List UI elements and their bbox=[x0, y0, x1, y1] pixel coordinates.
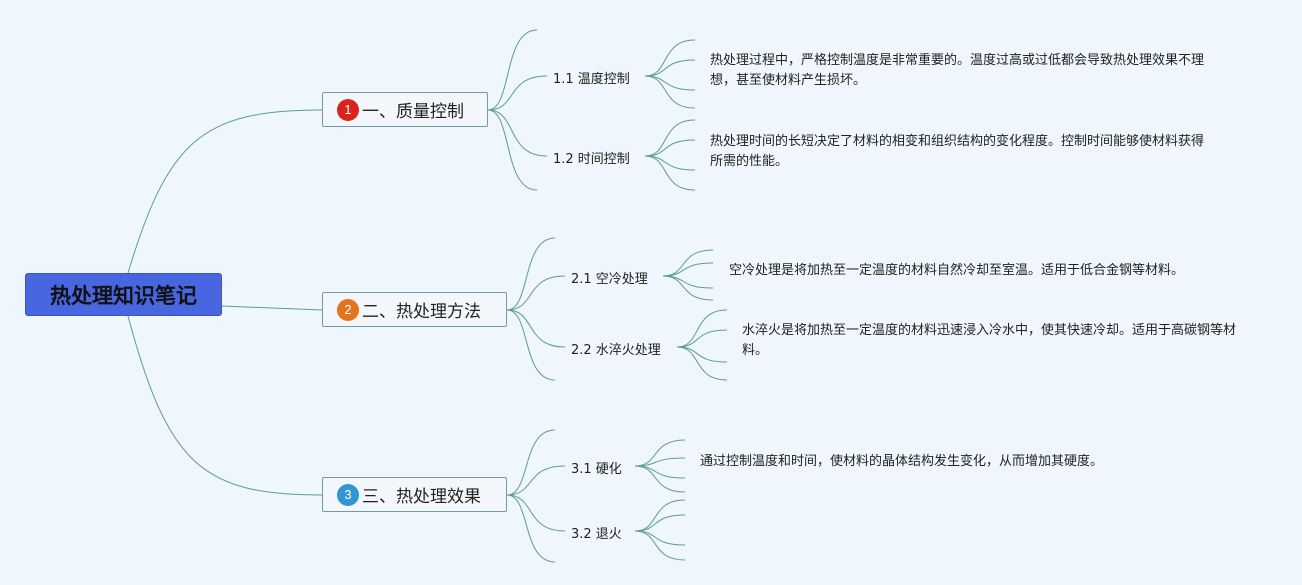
link-sub-1-1-3 bbox=[644, 75, 696, 109]
root-topic-label: 热处理知识笔记 bbox=[50, 283, 197, 308]
root-topic[interactable]: 热处理知识笔记 bbox=[25, 273, 222, 316]
link-sub-3-1-3 bbox=[634, 465, 686, 493]
link-sub-3-2-1 bbox=[634, 514, 686, 532]
subtopic-hardening[interactable]: 3.1 硬化 bbox=[571, 462, 622, 477]
link-sub-1-2-0 bbox=[644, 119, 696, 157]
note-air-cooling[interactable]: 空冷处理是将加热至一定温度的材料自然冷却至室温。适用于低合金钢等材料。 bbox=[729, 263, 1185, 278]
link-branch-3-3 bbox=[506, 494, 556, 563]
link-root-branch-3 bbox=[127, 315, 323, 496]
link-sub-1-2-2 bbox=[644, 155, 696, 171]
link-sub-3-1-1 bbox=[634, 457, 686, 467]
link-sub-2-1-3 bbox=[662, 275, 714, 301]
link-branch-3-0 bbox=[506, 429, 556, 496]
branch-topic-effects[interactable]: 3 三、热处理效果 bbox=[322, 477, 507, 512]
link-root-branch-2 bbox=[221, 305, 323, 311]
link-sub-1-1-2 bbox=[644, 75, 696, 91]
note-hardening[interactable]: 通过控制温度和时间，使材料的晶体结构发生变化，从而增加其硬度。 bbox=[700, 454, 1104, 469]
link-branch-1-1 bbox=[487, 75, 548, 111]
link-branch-2-1 bbox=[506, 275, 566, 311]
link-sub-2-2-2 bbox=[676, 346, 728, 363]
branch-topic-quality-control[interactable]: 1 一、质量控制 bbox=[322, 92, 488, 127]
priority-3-icon: 3 bbox=[337, 483, 359, 506]
priority-1-icon: 1 bbox=[337, 98, 359, 121]
note-time-control[interactable]: 热处理时间的长短决定了材料的相变和组织结构的变化程度。控制时间能够使材料获得所需… bbox=[710, 134, 1205, 169]
link-sub-2-2-1 bbox=[676, 329, 728, 348]
link-sub-1-2-1 bbox=[644, 139, 696, 157]
note-water-quenching[interactable]: 水淬火是将加热至一定温度的材料迅速浸入冷水中，使其快速冷却。适用于高碳钢等材料。 bbox=[742, 323, 1237, 358]
link-sub-2-2-0 bbox=[676, 309, 728, 348]
note-temperature-control[interactable]: 热处理过程中，严格控制温度是非常重要的。温度过高或过低都会导致热处理效果不理想，… bbox=[710, 53, 1205, 88]
link-sub-3-2-3 bbox=[634, 530, 686, 561]
priority-2-icon: 2 bbox=[337, 298, 359, 321]
link-sub-3-1-0 bbox=[634, 439, 686, 467]
branch-topic-label: 一、质量控制 bbox=[362, 102, 464, 122]
link-branch-1-0 bbox=[487, 29, 538, 111]
link-sub-3-2-2 bbox=[634, 530, 686, 546]
subtopic-air-cooling[interactable]: 2.1 空冷处理 bbox=[571, 272, 648, 287]
link-branch-2-2 bbox=[506, 309, 566, 348]
link-branch-1-3 bbox=[487, 109, 538, 191]
link-branch-3-1 bbox=[506, 465, 566, 496]
link-sub-1-2-3 bbox=[644, 155, 696, 191]
link-sub-2-2-3 bbox=[676, 346, 728, 381]
branch-topic-methods[interactable]: 2 二、热处理方法 bbox=[322, 292, 507, 327]
link-sub-3-1-2 bbox=[634, 465, 686, 479]
link-sub-2-1-2 bbox=[662, 275, 714, 289]
link-branch-2-0 bbox=[506, 237, 556, 311]
link-sub-1-1-0 bbox=[644, 39, 696, 77]
branch-topic-label: 三、热处理效果 bbox=[362, 487, 481, 507]
subtopic-annealing[interactable]: 3.2 退火 bbox=[571, 527, 622, 542]
link-branch-3-2 bbox=[506, 494, 566, 532]
subtopic-temperature-control[interactable]: 1.1 温度控制 bbox=[553, 72, 630, 87]
link-sub-1-1-1 bbox=[644, 59, 696, 77]
link-branch-2-3 bbox=[506, 309, 556, 381]
link-root-branch-1 bbox=[127, 109, 323, 274]
link-sub-2-1-1 bbox=[662, 262, 714, 277]
branch-topic-label: 二、热处理方法 bbox=[362, 302, 481, 322]
subtopic-time-control[interactable]: 1.2 时间控制 bbox=[553, 152, 630, 167]
link-branch-1-2 bbox=[487, 109, 548, 157]
subtopic-water-quenching[interactable]: 2.2 水淬火处理 bbox=[571, 343, 661, 358]
